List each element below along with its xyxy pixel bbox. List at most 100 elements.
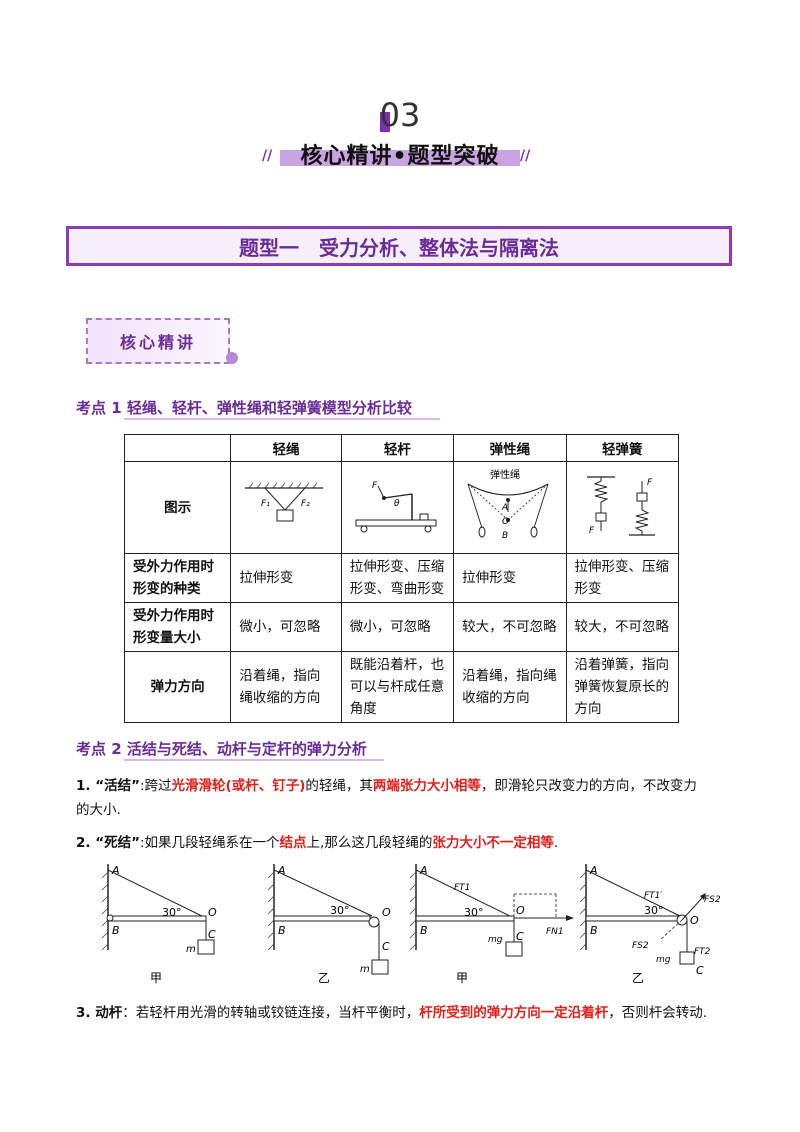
rope-f1-label: F₁ — [261, 499, 270, 509]
fig4-fs2: FS2 — [704, 895, 721, 905]
rod-figure-cell: F θ — [340, 461, 455, 554]
spring-f-bottom-label: F — [589, 526, 595, 536]
item-1-text: ，即滑轮只改变力的方向，不改变力 — [480, 778, 697, 794]
fig4-ft1p: FT1′ — [644, 891, 662, 901]
item-3-paragraph: 3. 动杆：若轻杆用光滑的转轴或铰链连接，当杆平衡时，杆所受到的弹力方向一定沿着… — [76, 1001, 736, 1025]
fig1-b: B — [112, 924, 120, 937]
figure-1: A B O C 30° m 甲 — [101, 864, 217, 985]
fig3-o: O — [516, 904, 525, 917]
fig4-fs2b: FS2 — [632, 941, 649, 951]
figure-4: A B O C 30° FT1′ FS2 FS2 FT2 mg 乙 — [579, 864, 721, 985]
fig1-caption: 甲 — [150, 971, 162, 985]
rod-figure: F θ — [355, 481, 437, 532]
table-row: 图示 F₁ F₂ F — [123, 461, 680, 554]
fig4-angle: 30° — [644, 904, 664, 917]
item-3-number: 3. 动杆 — [76, 1005, 123, 1021]
table-cell: 沿着绳，指向绳收缩的方向 — [230, 651, 342, 723]
kaodian-2-underline — [124, 759, 384, 761]
item-2-text: :如果几段轻绳系在一个 — [139, 835, 280, 851]
comparison-table: 轻绳 轻杆 弹性绳 轻弹簧 图示 F₁ F₂ — [123, 434, 680, 723]
elastic-label: 弹性绳 — [490, 468, 520, 481]
slash-right: // — [520, 148, 531, 164]
row-head: 受外力作用时形变量大小 — [123, 602, 232, 652]
table-cell: 微小，可忽略 — [230, 602, 342, 652]
fig4-a: A — [589, 864, 598, 877]
chapter-number: 03 — [379, 96, 421, 134]
fig1-a: A — [111, 864, 120, 877]
elastic-b-label: B — [502, 531, 508, 541]
section-title: 题型一 受力分析、整体法与隔离法 — [239, 236, 559, 260]
item-1-number: 1. “活结” — [76, 778, 140, 794]
table-header-cell: 轻弹簧 — [565, 434, 680, 462]
figure-3: A B O C 30° FT1 mg FN1 甲 — [409, 864, 574, 985]
rod-theta-label: θ — [394, 499, 400, 509]
elastic-figure-cell: 弹性绳 A O B — [453, 461, 567, 554]
fig2-angle: 30° — [330, 904, 350, 917]
elastic-o-label: O — [502, 517, 509, 527]
fig2-m: m — [360, 964, 370, 975]
item-3-text: ：若轻杆用光滑的转轴或铰链连接，当杆平衡时， — [122, 1005, 420, 1021]
core-tag-label: 核心精讲 — [119, 333, 196, 352]
fig1-c: C — [208, 928, 216, 941]
row-head: 受外力作用时形变的种类 — [123, 553, 232, 603]
item-2-highlight: 结点 — [279, 835, 307, 851]
table-header-cell: 轻绳 — [230, 434, 342, 462]
fig2-caption: 乙 — [318, 971, 330, 985]
item-1-paragraph: 1. “活结”:跨过光滑滑轮(或杆、钉子)的轻绳，其两端张力大小相等，即滑轮只改… — [76, 774, 736, 822]
table-row: 受外力作用时形变量大小 微小，可忽略 微小，可忽略 较大，不可忽略 较大，不可忽… — [123, 602, 680, 652]
fig4-c: C — [696, 964, 704, 977]
fig1-angle: 30° — [162, 906, 182, 919]
fig2-c: C — [382, 940, 390, 953]
item-1-highlight: 两端张力大小相等 — [372, 778, 481, 794]
fig4-mg: mg — [656, 955, 671, 965]
fig1-o: O — [208, 906, 217, 919]
item-1-text: 的大小. — [76, 802, 121, 818]
table-cell: 较大，不可忽略 — [565, 602, 680, 652]
fig1-m: m — [186, 944, 196, 955]
fig3-mg: mg — [488, 935, 503, 945]
fig3-b: B — [420, 924, 428, 937]
fig3-a: A — [419, 864, 428, 877]
table-header-cell — [123, 434, 232, 462]
spring-f-top-label: F — [647, 478, 653, 488]
rope-f2-label: F₂ — [301, 499, 310, 509]
fig3-caption: 甲 — [456, 971, 468, 985]
slash-left: // — [262, 148, 273, 164]
table-cell: 微小，可忽略 — [340, 602, 455, 652]
item-2-number: 2. “死结” — [76, 835, 140, 851]
item-3-highlight: 杆所受到的弹力方向一定沿着杆 — [419, 1005, 609, 1021]
item-1-text: 的轻绳，其 — [305, 778, 373, 794]
fig4-o: O — [690, 914, 699, 927]
table-cell: 既能沿着杆，也可以与杆成任意角度 — [340, 651, 455, 723]
rope-figure-cell: F₁ F₂ — [230, 461, 342, 554]
section-box — [66, 226, 732, 266]
fig2-b: B — [278, 924, 286, 937]
table-cell: 拉伸形变、压缩形变、弯曲形变 — [340, 553, 455, 603]
fig4-b: B — [590, 924, 598, 937]
fig3-ft1: FT1 — [454, 883, 470, 893]
item-2-paragraph: 2. “死结”:如果几段轻绳系在一个结点上,那么这几段轻绳的张力大小不一定相等. — [76, 831, 736, 855]
item-1-text: :跨过 — [139, 778, 172, 794]
item-3-text: ，否则杆会转动. — [608, 1005, 708, 1021]
fig4-ft2: FT2 — [694, 947, 711, 957]
table-cell: 拉伸形变 — [453, 553, 567, 603]
knot-figures: A B O C 30° m 甲 A B O C 30° m 乙 — [101, 864, 721, 985]
table-cell: 沿着弹簧，指向弹簧恢复原长的方向 — [565, 651, 680, 723]
row-head: 弹力方向 — [123, 651, 232, 723]
fig4-caption: 乙 — [632, 971, 644, 985]
table-cell: 较大，不可忽略 — [453, 602, 567, 652]
table-row: 受外力作用时形变的种类 拉伸形变 拉伸形变、压缩形变、弯曲形变 拉伸形变 拉伸形… — [123, 553, 680, 603]
table-cell: 拉伸形变 — [230, 553, 342, 603]
table-header-cell: 轻杆 — [340, 434, 455, 462]
fig2-o: O — [382, 906, 391, 919]
table-cell: 沿着绳，指向绳收缩的方向 — [453, 651, 567, 723]
tag-dot-icon — [226, 352, 238, 364]
chapter-title-highlight — [280, 150, 520, 166]
fig3-c: C — [516, 930, 524, 943]
item-2-text: . — [553, 835, 559, 851]
table-header-row: 轻绳 轻杆 弹性绳 轻弹簧 — [123, 434, 680, 462]
table-cell: 拉伸形变、压缩形变 — [565, 553, 680, 603]
fig2-a: A — [277, 864, 286, 877]
spring-figure: F F — [586, 475, 655, 536]
rod-f-label: F — [372, 481, 378, 491]
